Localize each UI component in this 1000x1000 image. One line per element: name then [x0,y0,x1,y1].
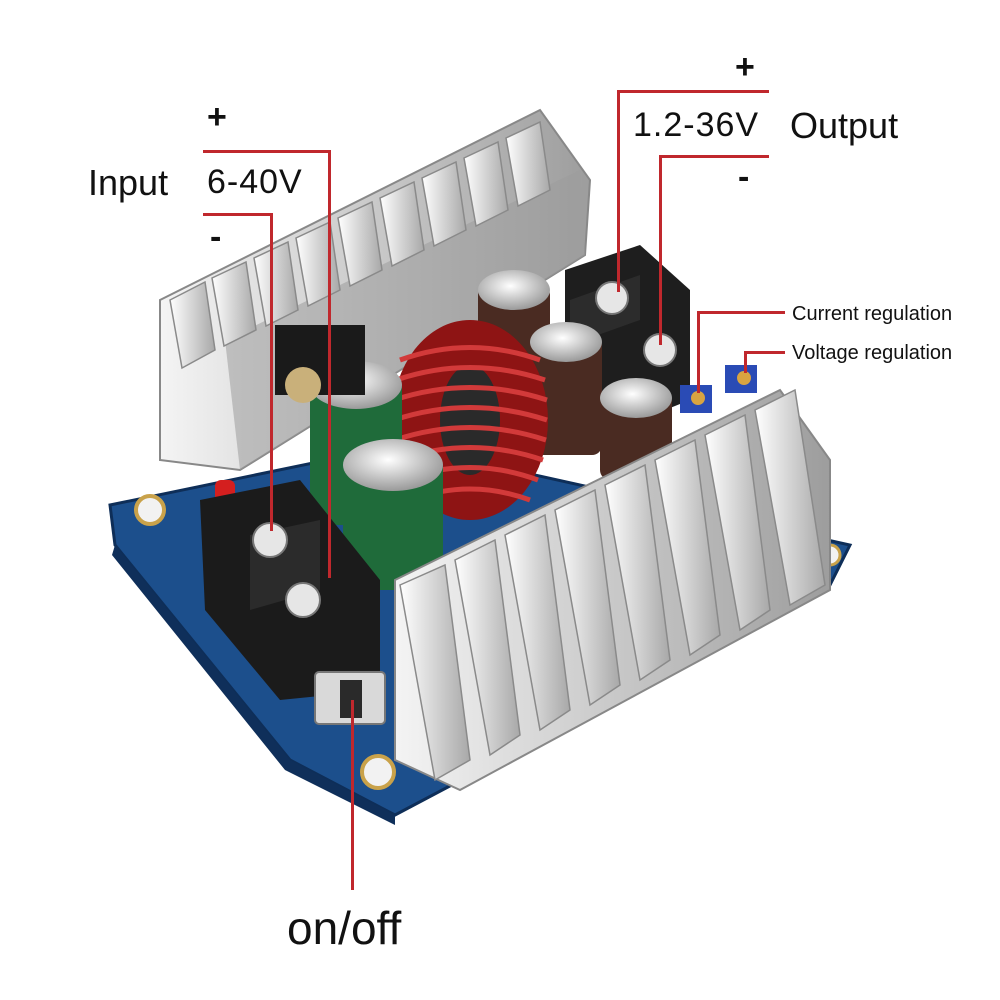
output-title-label: Output [790,105,899,146]
output-minus-leader-h [659,155,769,158]
input-minus-leader-h [203,213,273,216]
voltage-leader-h [744,351,785,354]
on-off-label: on/off [287,902,402,954]
output-screw-plus [595,281,629,315]
output-minus-leader-v [659,155,662,345]
current-regulation-label: Current regulation [792,303,953,325]
input-screw-minus [285,582,321,618]
current-leader-v [697,311,700,393]
input-title-label: Input [88,162,169,203]
input-terminal-block [200,480,380,700]
rear-heatsink-fins [169,120,551,370]
mounting-hole [134,494,166,526]
output-plus-leader-h [617,90,769,93]
voltage-leader-v [744,351,747,373]
input-plus-leader-h [203,150,331,153]
mounting-hole [360,754,396,790]
output-plus-label: + [735,48,755,86]
trim-potentiometers [680,365,757,413]
front-heatsink-fins [399,388,826,782]
input-minus-leader-v [270,213,273,531]
voltage-regulation-label: Voltage regulation [792,342,953,364]
current-pot-screw [691,391,705,405]
output-plus-leader-v [617,90,620,292]
output-minus-label: - [738,158,750,196]
input-minus-label: - [210,218,222,256]
input-range-label: 6-40V [207,163,303,201]
switch-leader-v [351,700,354,890]
current-leader-h [697,311,785,314]
input-plus-label: + [207,98,227,136]
voltage-pot-screw [737,371,751,385]
power-transistor [275,325,365,403]
output-range-label: 1.2-36V [633,106,760,144]
slide-switch [314,671,386,725]
input-plus-leader-v [328,150,331,578]
